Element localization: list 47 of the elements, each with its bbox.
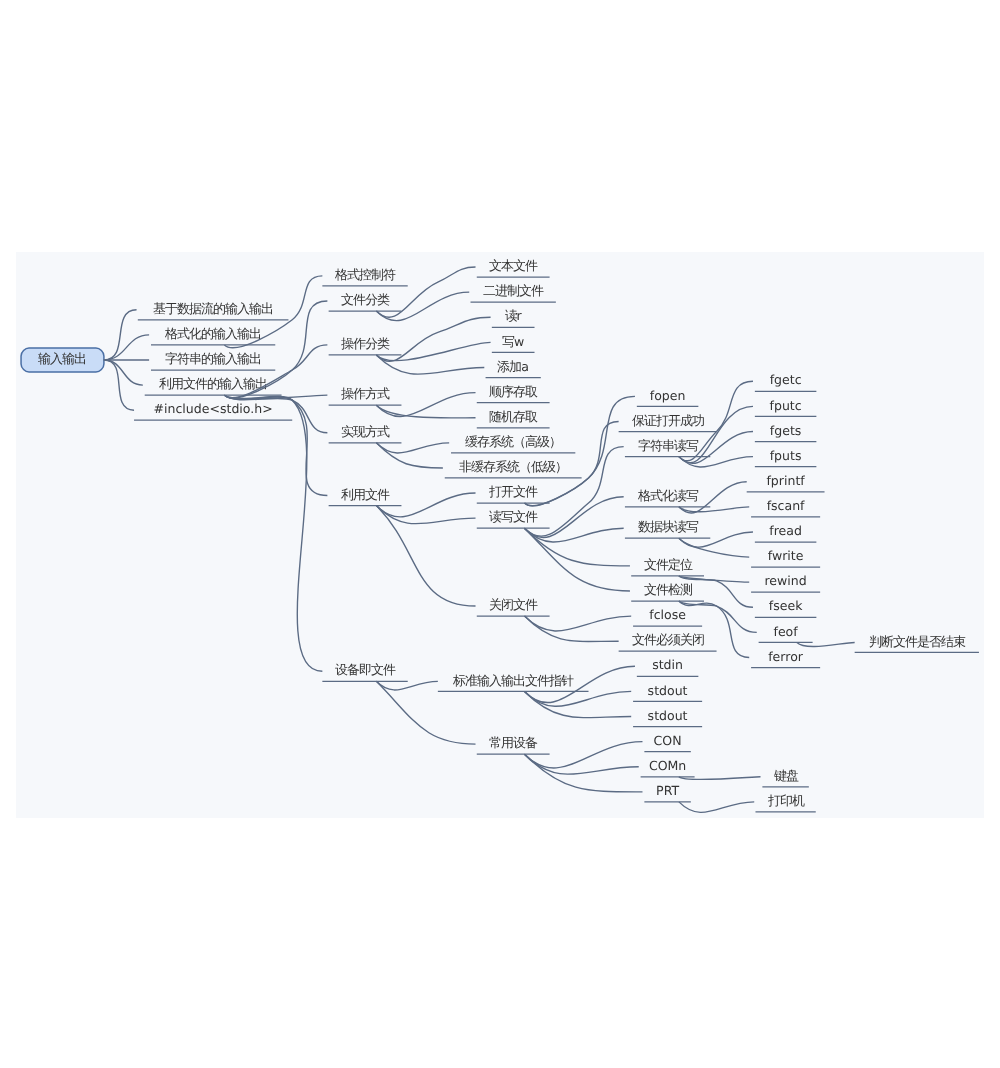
connector [223,393,329,399]
connector [223,393,324,671]
connector [223,299,329,398]
connector [375,503,477,606]
connector [375,265,477,317]
connector [796,640,856,647]
connector [223,393,329,433]
connector [103,358,135,410]
connector [678,536,750,557]
connector [523,419,620,506]
connector [375,441,444,468]
connector [103,308,138,360]
connector [678,454,754,467]
connector [678,599,750,658]
connector [375,679,477,744]
connector [678,480,748,513]
connector [678,379,754,461]
connector [375,290,470,321]
connector [375,315,492,362]
connector [103,358,144,385]
connector [678,530,754,547]
connector [375,491,477,517]
connector [523,394,636,506]
connector [678,800,755,813]
connector [375,340,492,361]
connector [678,505,750,512]
connector [375,441,450,453]
connector [523,752,644,792]
connector [678,574,754,607]
connector [375,403,477,418]
connector [375,390,477,417]
connector [678,775,762,780]
connector [103,333,150,360]
connector [678,429,754,463]
connector [223,393,329,496]
connector [523,689,632,718]
connector [375,679,439,690]
connector [375,353,485,374]
connector [678,574,750,582]
connector [678,404,754,463]
connector [375,503,477,524]
connector [523,526,631,591]
connector [223,274,324,348]
connector [223,343,329,398]
connector [678,599,758,633]
connector [523,614,620,642]
connector [523,444,625,536]
